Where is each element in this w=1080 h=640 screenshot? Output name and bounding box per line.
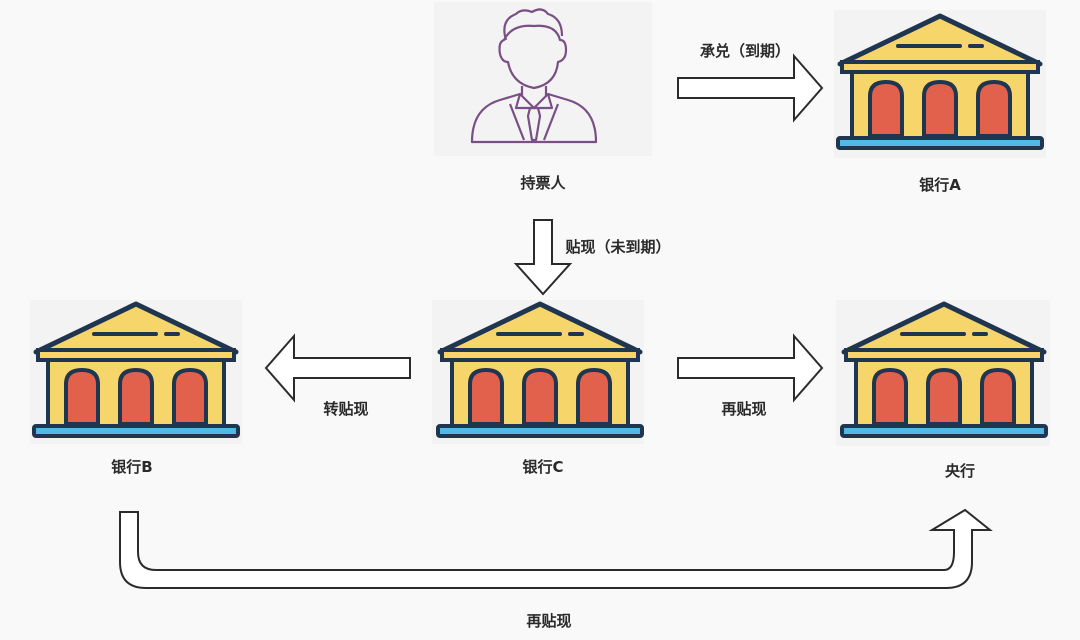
edge-rediscount-label: 再贴现 [721,400,767,418]
bank-c-label: 银行C [522,458,564,476]
edge-discount-label: 贴现（未到期） [565,238,671,256]
person-icon [470,8,598,144]
bank-b-label: 银行B [111,458,153,476]
arrow-transfer-discount [264,333,411,403]
bank-c-node [432,300,644,444]
arrow-acceptance [677,53,824,123]
bank-b-node [30,300,242,444]
edge-acceptance-label: 承兑（到期） [699,42,791,60]
central-bank-node [836,300,1050,446]
arrow-discount [513,219,573,296]
holder-label: 持票人 [520,174,566,192]
bank-a-label: 银行A [919,176,961,194]
arrow-rediscount [677,333,824,403]
edge-transfer-discount-label: 转贴现 [323,400,369,418]
holder-node [434,2,652,156]
arrow-rediscount-u [119,508,993,589]
central-bank-label: 央行 [944,462,976,480]
edge-rediscount-bottom-label: 再贴现 [526,612,572,630]
bank-a-node [834,10,1046,158]
